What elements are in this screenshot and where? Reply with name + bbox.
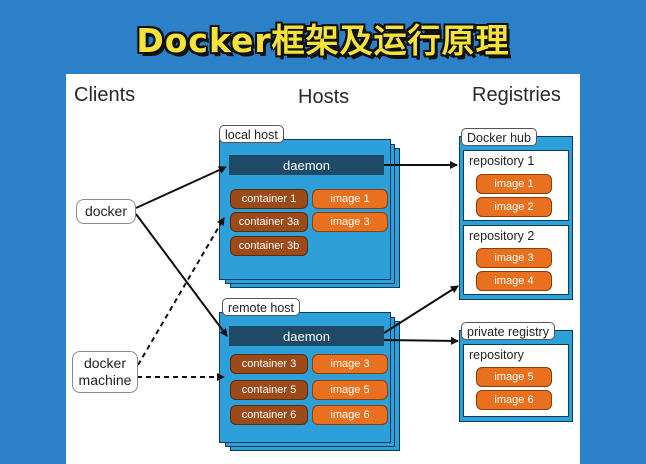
private-image-6: image 6: [476, 390, 552, 410]
remote-container-3: container 3: [230, 354, 308, 374]
private-image-5: image 5: [476, 367, 552, 387]
docker-machine-client: docker machine: [72, 351, 138, 393]
arrow-remote-daemon-to-hub: [383, 285, 459, 334]
page-title: Docker框架及运行原理: [136, 21, 510, 60]
hub-repository-2-label: repository 2: [469, 229, 535, 243]
hub-repo2-image-4: image 4: [476, 271, 552, 291]
local-image-1: image 1: [312, 189, 388, 209]
remote-daemon: daemon: [229, 326, 384, 346]
remote-image-6: image 6: [312, 405, 388, 425]
private-repository-label: repository: [469, 348, 524, 362]
local-container-3a: container 3a: [230, 212, 308, 232]
hosts-heading: Hosts: [298, 86, 350, 108]
remote-host-label: remote host: [222, 298, 301, 316]
hub-repo2-image-3: image 3: [476, 248, 552, 268]
docker-client: docker: [76, 199, 136, 224]
arrow-machine-to-local-host: [137, 217, 225, 366]
docker-machine-line1: docker: [83, 355, 127, 371]
docker-hub-label: Docker hub: [461, 128, 537, 146]
arrow-docker-to-local-daemon: [135, 166, 227, 209]
hub-repository-1-label: repository 1: [469, 154, 535, 168]
local-daemon: daemon: [229, 155, 384, 175]
remote-container-5: container 5: [230, 380, 308, 400]
local-image-3: image 3: [312, 212, 388, 232]
private-registry-label: private registry: [461, 322, 555, 340]
arrow-remote-daemon-to-private: [383, 336, 459, 345]
docker-machine-line2: machine: [78, 372, 132, 388]
arrow-docker-to-remote-daemon: [135, 213, 228, 337]
hub-repo1-image-1: image 1: [476, 174, 552, 194]
local-container-1: container 1: [230, 189, 308, 209]
local-host-label: local host: [219, 125, 284, 143]
registries-heading: Registries: [472, 84, 561, 106]
remote-image-5: image 5: [312, 380, 388, 400]
remote-image-3: image 3: [312, 354, 388, 374]
clients-heading: Clients: [74, 84, 136, 106]
local-container-3b: container 3b: [230, 236, 308, 256]
remote-container-6: container 6: [230, 405, 308, 425]
hub-repo1-image-2: image 2: [476, 197, 552, 217]
